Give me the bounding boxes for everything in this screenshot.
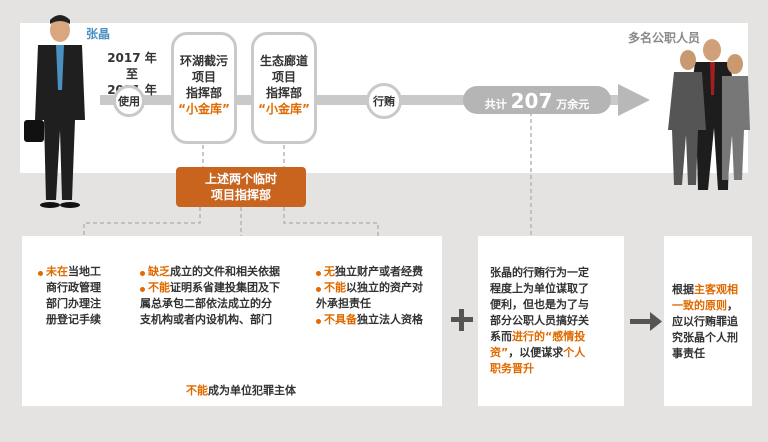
col3-item2-rest: 以独立的资产对 [346,281,423,294]
total-amount: 207 [510,89,553,113]
verdict-line5: 事责任 [672,347,705,360]
motive-line1: 张晶的行贿行为一定 [490,266,589,279]
motive-line3: 便利，但也是为了与 [490,298,589,311]
person-zhangjing-figure [24,15,85,208]
motive-line4: 部分公职人员搞好关 [490,314,589,327]
verdict-line2: 一致的原则 [672,299,727,312]
total-prefix: 共计 [484,98,507,111]
hq1-tag: “小金库” [178,102,230,116]
motive-text: 张晶的行贿行为一定 程度上为单位谋取了 便利，但也是为了与 部分公职人员搞好关 … [490,265,620,377]
period-start: 2017 年至 [107,51,157,81]
officials-group-figure [668,39,750,190]
col2-item1: 缺乏成立的文件和相关依据 [148,264,280,280]
col1-line3: 部门办理注 [46,297,101,310]
orange-box-line2: 项目指挥部 [210,188,271,202]
total-pill: 共计 207 万余元 [463,86,611,114]
hq1-line3: 指挥部 [185,86,222,100]
motive-card [478,236,624,406]
plus-v [459,309,464,331]
motive-line6c: 个人 [563,346,586,359]
hq1-pill: 环湖截污 项目 指挥部 “小金库” [171,32,237,144]
col1-line1: 当地工 [68,265,101,278]
verdict-text: 根据主客观相 一致的原则， 应以行贿罪追 究张晶个人刑 事责任 [672,282,752,362]
col1-lead: 未在 [46,265,68,278]
col3-bullet2 [316,287,321,292]
result-arrow-shaft [630,319,652,324]
motive-line5b: 进行的“感情投 [512,330,586,343]
col3-bullet1 [316,271,321,276]
verdict-line1a: 根据 [672,283,694,296]
total-suffix: 万余元 [556,98,590,111]
use-node: 使用 [113,85,145,117]
flow-arrowhead [618,84,650,116]
verdict-line4: 究张晶个人刑 [672,331,738,344]
col1-bullet [38,271,43,276]
conclusion-rest: 成为单位犯罪主体 [208,384,296,397]
col3-item1-rest: 独立财产或者经费 [335,265,423,278]
col3-item3-rest: 独立法人资格 [357,313,423,326]
bribe-node: 行贿 [366,83,402,119]
main-flow-bar [100,95,620,105]
col2-item2: 不能证明系省建投集团及下 [148,280,280,296]
col2-item1-lead: 缺乏 [148,265,170,278]
hq1-text: 环湖截污 项目 指挥部 “小金库” [174,53,234,117]
col2-bullet2 [140,287,145,292]
motive-line5a: 系而 [490,330,512,343]
bribe-label: 行贿 [373,95,395,108]
col2-item2-more: 属总承包二部依法成立的分 支机构或者内设机构、部门 [140,296,272,328]
col2-item1-rest: 成立的文件和相关依据 [170,265,280,278]
verdict-line2b: ， [727,299,738,312]
motive-line2: 程度上为单位谋取了 [490,282,589,295]
col3-bullet3 [316,319,321,324]
conclusion: 不能成为单位犯罪主体 [186,383,296,399]
temporary-hq-box: 上述两个临时 项目指挥部 [176,167,306,207]
hq2-line3: 指挥部 [265,86,302,100]
legal-analysis-card [22,236,442,406]
col3-item2-line2: 外承担责任 [316,297,371,310]
col3-item2: 不能以独立的资产对 [324,280,423,296]
motive-line6a: 资” [490,346,509,359]
hq1-line2: 项目 [191,70,216,84]
col3-item1: 无独立财产或者经费 [324,264,423,280]
total-text: 共计 207 万余元 [463,89,611,113]
col3-item2-lead: 不能 [324,281,346,294]
col3-item3: 不具备独立法人资格 [324,312,423,328]
motive-line7: 职务晋升 [490,362,534,375]
col2-bullet1 [140,271,145,276]
verdict-card [664,236,752,406]
dash-col1 [83,207,201,242]
conclusion-lead: 不能 [186,384,208,397]
col1-line4: 册登记手续 [46,313,101,326]
hq2-line1: 生态廊道 [259,54,308,68]
hq2-text: 生态廊道 项目 指挥部 “小金库” [254,53,314,117]
dash-col3 [283,207,379,242]
col2-item2-line3: 支机构或者内设机构、部门 [140,313,272,326]
hq2-line2: 项目 [271,70,296,84]
motive-line6b: ，以便谋求 [508,346,564,359]
others-label: 多名公职人员 [628,31,701,45]
hq1-line1: 环湖截污 [179,54,228,68]
col1-text: 未在当地工 商行政管理 部门办理注 册登记手续 [46,264,101,328]
col1-line2: 商行政管理 [46,281,101,294]
col2-item2-line2: 属总承包二部依法成立的分 [140,297,272,310]
person-name: 张晶 [86,27,111,41]
verdict-line1b: 主客观相 [694,283,738,296]
result-arrow-head [650,312,662,331]
hq2-tag: “小金库” [258,102,310,116]
orange-box-line1: 上述两个临时 [204,172,277,186]
col2-item2-rest: 证明系省建投集团及下 [170,281,280,294]
verdict-line3: 应以行贿罪追 [672,315,738,328]
col3-item3-lead: 不具备 [324,313,357,326]
col2-item2-lead: 不能 [148,281,170,294]
hq2-pill: 生态廊道 项目 指挥部 “小金库” [251,32,317,144]
use-label: 使用 [118,95,140,108]
col3-item1-lead: 无 [324,265,335,278]
